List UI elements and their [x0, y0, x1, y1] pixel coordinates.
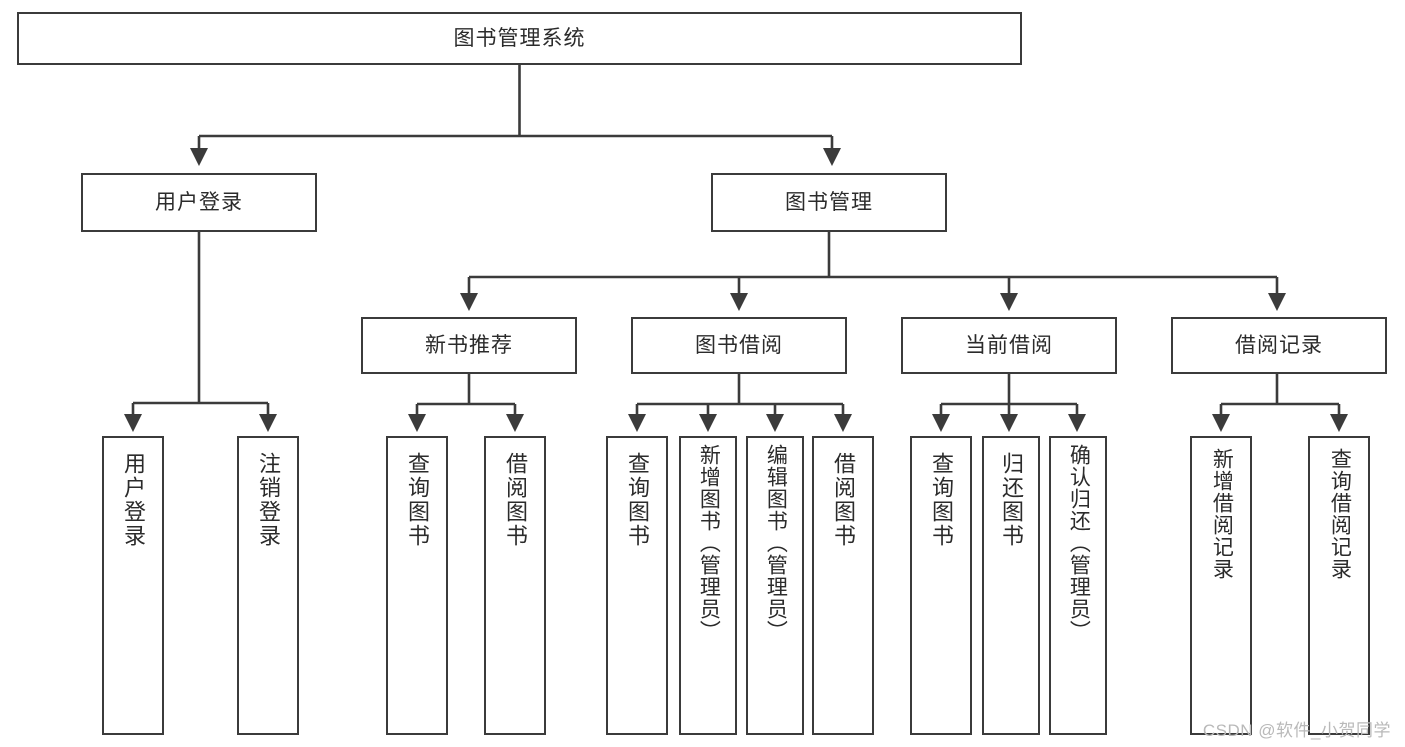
- node-leaf-logout[interactable]: 注销登录: [237, 436, 299, 735]
- node-leaf-borrow-query[interactable]: 查询图书: [606, 436, 668, 735]
- node-current-borrow[interactable]: 当前借阅: [901, 317, 1117, 374]
- node-leaf-add-book-label: 新增图书（管理员）: [697, 444, 721, 642]
- node-leaf-rec-query-label: 查询图书: [404, 452, 430, 548]
- node-leaf-user-login-label: 用户登录: [120, 452, 146, 548]
- node-leaf-return-book-label: 归还图书: [998, 452, 1024, 548]
- node-new-book-rec-label: 新书推荐: [425, 333, 513, 357]
- node-current-borrow-label: 当前借阅: [965, 333, 1053, 357]
- node-leaf-cur-query-label: 查询图书: [928, 452, 954, 548]
- watermark-text: CSDN @软件_小贺同学: [1202, 721, 1391, 740]
- node-leaf-query-record[interactable]: 查询借阅记录: [1308, 436, 1370, 735]
- node-book-borrow-label: 图书借阅: [695, 333, 783, 357]
- node-book-borrow[interactable]: 图书借阅: [631, 317, 847, 374]
- node-root[interactable]: 图书管理系统: [17, 12, 1022, 65]
- node-book-manage-label: 图书管理: [785, 190, 873, 214]
- node-user-login-label: 用户登录: [155, 190, 243, 214]
- node-leaf-edit-book[interactable]: 编辑图书（管理员）: [746, 436, 804, 735]
- node-leaf-query-record-label: 查询借阅记录: [1328, 448, 1352, 580]
- node-leaf-add-record-label: 新增借阅记录: [1210, 448, 1234, 580]
- node-leaf-borrow-query-label: 查询图书: [624, 452, 650, 548]
- node-leaf-rec-borrow-label: 借阅图书: [502, 452, 528, 548]
- node-root-label: 图书管理系统: [453, 26, 586, 50]
- node-leaf-add-record[interactable]: 新增借阅记录: [1190, 436, 1252, 735]
- node-leaf-rec-borrow[interactable]: 借阅图书: [484, 436, 546, 735]
- node-leaf-cur-query[interactable]: 查询图书: [910, 436, 972, 735]
- node-leaf-rec-query[interactable]: 查询图书: [386, 436, 448, 735]
- node-book-manage[interactable]: 图书管理: [711, 173, 947, 232]
- node-leaf-borrow-book-label: 借阅图书: [830, 452, 856, 548]
- node-user-login[interactable]: 用户登录: [81, 173, 317, 232]
- node-leaf-edit-book-label: 编辑图书（管理员）: [764, 444, 788, 642]
- node-leaf-logout-label: 注销登录: [255, 452, 281, 548]
- node-leaf-add-book[interactable]: 新增图书（管理员）: [679, 436, 737, 735]
- node-leaf-return-book[interactable]: 归还图书: [982, 436, 1040, 735]
- node-leaf-user-login[interactable]: 用户登录: [102, 436, 164, 735]
- node-new-book-rec[interactable]: 新书推荐: [361, 317, 577, 374]
- node-leaf-confirm-return-label: 确认归还（管理员）: [1067, 444, 1091, 642]
- node-borrow-record[interactable]: 借阅记录: [1171, 317, 1387, 374]
- node-leaf-confirm-return[interactable]: 确认归还（管理员）: [1049, 436, 1107, 735]
- node-borrow-record-label: 借阅记录: [1235, 333, 1323, 357]
- node-leaf-borrow-book[interactable]: 借阅图书: [812, 436, 874, 735]
